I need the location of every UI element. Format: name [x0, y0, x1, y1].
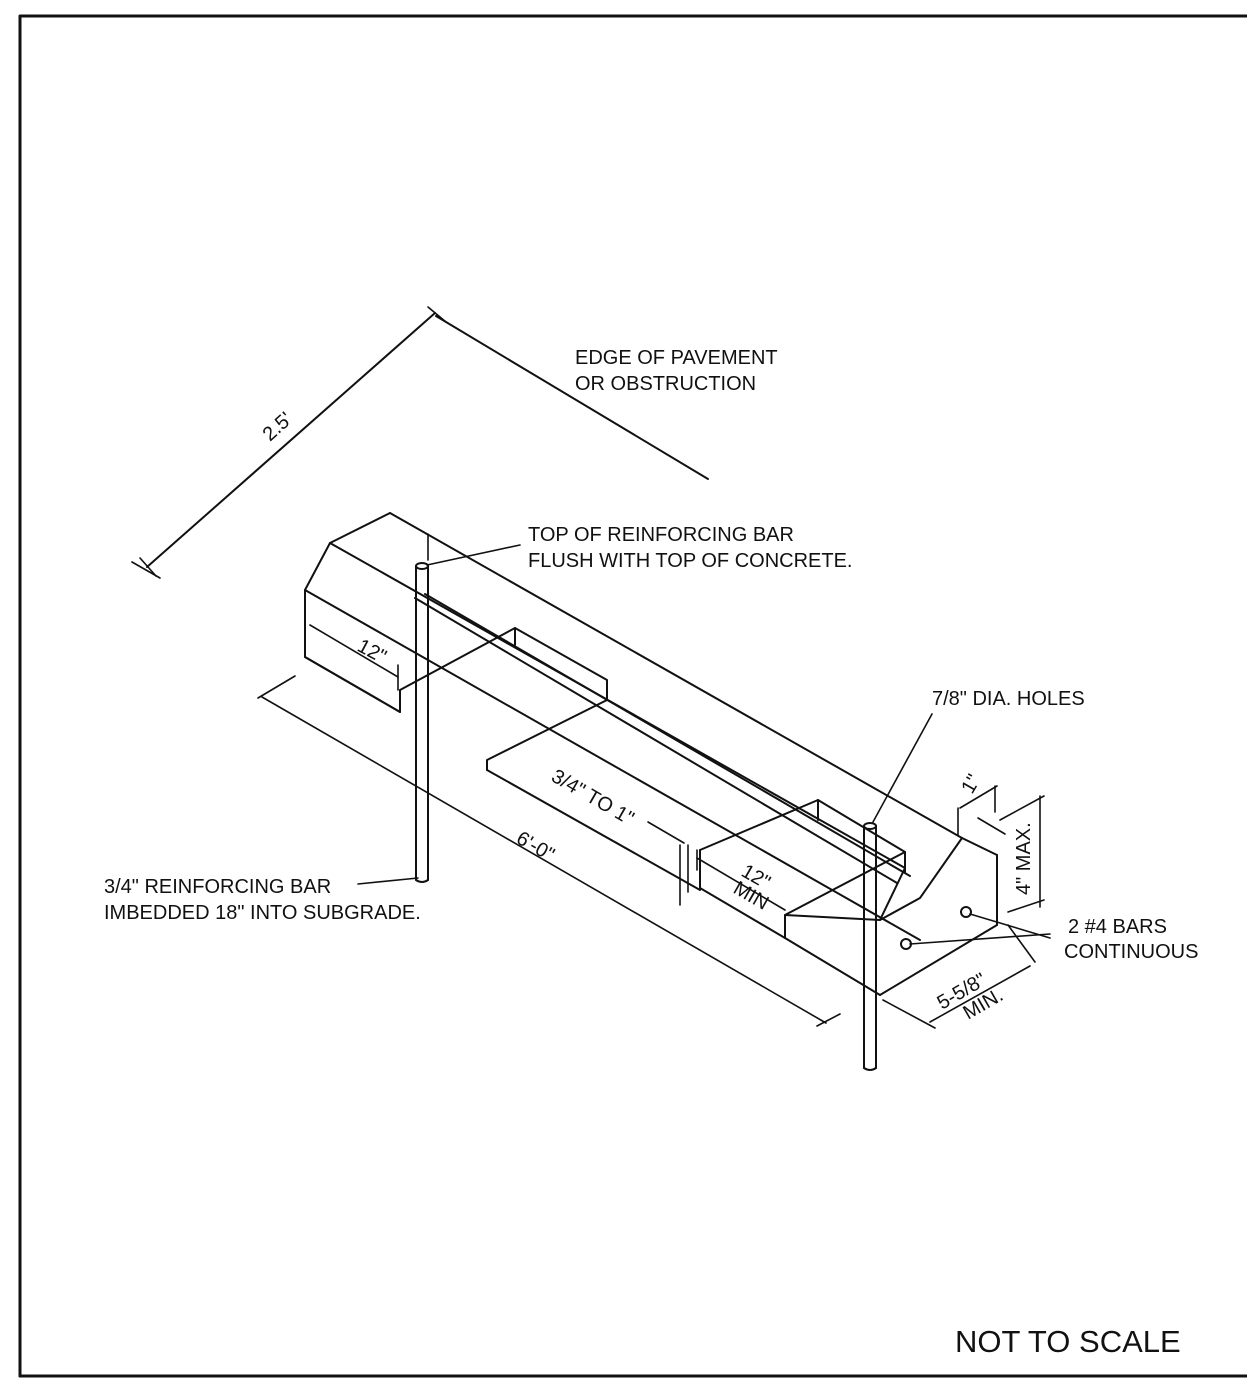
- leader-bars-lower: [909, 933, 1051, 945]
- dimension-3-4-to-1: [647, 821, 689, 906]
- dimension-4-max: [999, 795, 1045, 913]
- leader-bars-upper: [969, 913, 1051, 939]
- reinforcing-bar-left: [415, 533, 429, 883]
- leader-top-bar: [426, 544, 521, 566]
- label-rebar-2: IMBEDDED 18" INTO SUBGRADE.: [104, 902, 421, 924]
- leader-holes: [872, 713, 933, 823]
- wheel-stop-body: [304, 512, 998, 996]
- bar-hole-upper: [960, 906, 972, 918]
- label-top-bar-1: TOP OF REINFORCING BAR: [528, 524, 794, 546]
- dimension-2-5-ft: [131, 306, 709, 579]
- reinforcing-bar-right: [863, 822, 877, 1071]
- dimension-12-min: [696, 849, 786, 911]
- label-edge-of-pavement-2: OR OBSTRUCTION: [575, 373, 756, 395]
- sheet-border: [18, 14, 1247, 1378]
- label-top-bar-2: FLUSH WITH TOP OF CONCRETE.: [528, 550, 852, 572]
- dimension-12-left: [309, 624, 399, 691]
- label-4-max: 4" MAX.: [1013, 822, 1035, 895]
- label-not-to-scale: NOT TO SCALE: [955, 1324, 1181, 1359]
- dimension-6-0: [257, 675, 841, 1027]
- label-12-left: 12": [354, 635, 390, 668]
- label-1-inch: 1": [957, 771, 985, 798]
- label-6-0: 6'-0": [513, 827, 558, 866]
- dimension-1-inch: [957, 785, 1006, 836]
- label-rebar-1: 3/4" REINFORCING BAR: [104, 876, 331, 898]
- label-holes: 7/8" DIA. HOLES: [932, 688, 1085, 710]
- label-bars-2: CONTINUOUS: [1064, 941, 1198, 963]
- label-edge-of-pavement-1: EDGE OF PAVEMENT: [575, 347, 778, 369]
- dimension-5-5-8: [882, 924, 1036, 1029]
- edge-of-pavement-line: [435, 315, 709, 480]
- label-bars-1: 2 #4 BARS: [1068, 916, 1167, 938]
- label-3-4-to-1: 3/4" TO 1": [548, 765, 638, 830]
- leader-rebar: [357, 877, 419, 885]
